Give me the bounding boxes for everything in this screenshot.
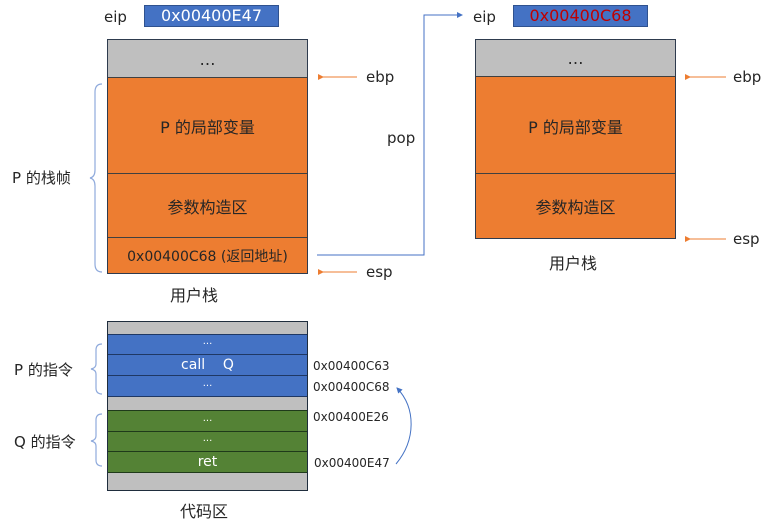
p-frame-label: P 的栈帧: [12, 169, 71, 187]
q-instructions-brace: [90, 413, 103, 467]
pop-label: pop: [387, 129, 416, 147]
pop-connector-arrow: [317, 12, 463, 256]
right-stack-caption: 用户栈: [549, 254, 598, 273]
left-eip-label: eip: [104, 8, 127, 26]
right-eip-register: 0x00400C68: [513, 5, 648, 27]
address-ret: 0x00400E47: [314, 456, 390, 470]
address-call-q: 0x00400C63: [313, 359, 390, 373]
code-row-q-ellipsis: ···: [108, 410, 307, 431]
code-row-gap: [108, 472, 307, 490]
stack-cell-label: 参数构造区: [167, 198, 248, 217]
stack-cell-arg-area: 参数构造区: [108, 173, 307, 238]
code-row-p-ellipsis: ···: [108, 334, 307, 354]
stack-cell-label: …: [199, 49, 216, 69]
stack-cell-label: …: [567, 49, 584, 68]
code-row-q-ellipsis: ···: [108, 431, 307, 451]
left-stack-caption: 用户栈: [170, 286, 219, 305]
q-instructions-label: Q 的指令: [14, 433, 76, 451]
code-row-label: call Q: [181, 357, 234, 373]
stack-cell-ellipsis: …: [108, 40, 307, 78]
stack-cell-label: P 的局部变量: [160, 118, 255, 137]
code-row-label: ···: [202, 380, 213, 392]
left-ebp-label: ebp: [366, 68, 395, 86]
code-area: ··· call Q ··· ··· ··· ret: [107, 321, 308, 491]
code-row-call-q: call Q: [108, 354, 307, 375]
p-instructions-brace: [90, 343, 103, 395]
stack-cell-arg-area: 参数构造区: [476, 173, 675, 238]
right-user-stack: … P 的局部变量 参数构造区: [475, 39, 676, 239]
stack-cell-ellipsis: …: [476, 40, 675, 77]
stack-cell-local-vars: P 的局部变量: [476, 76, 675, 174]
stack-cell-return-address: 0x00400C68 (返回地址): [108, 237, 307, 273]
code-area-caption: 代码区: [180, 502, 229, 521]
stack-cell-label: P 的局部变量: [528, 117, 623, 137]
code-row-label: ret: [197, 454, 218, 470]
code-row-ret: ret: [108, 451, 307, 472]
right-ebp-label: ebp: [733, 68, 762, 86]
stack-cell-label: 0x00400C68 (返回地址): [127, 248, 288, 265]
address-q-start: 0x00400E26: [313, 410, 389, 424]
code-row-label: ···: [202, 436, 213, 447]
code-row-p-ellipsis: ···: [108, 375, 307, 396]
right-eip-label: eip: [473, 8, 496, 26]
p-instructions-label: P 的指令: [14, 361, 73, 379]
address-after-call: 0x00400C68: [313, 380, 390, 394]
left-eip-register: 0x00400E47: [144, 5, 279, 27]
p-frame-brace: [89, 83, 103, 273]
left-user-stack: … P 的局部变量 参数构造区 0x00400C68 (返回地址): [107, 39, 308, 274]
code-row-gap: [108, 322, 307, 334]
code-row-label: ···: [202, 415, 213, 427]
code-row-gap: [108, 396, 307, 410]
code-row-label: ···: [202, 339, 213, 350]
stack-cell-local-vars: P 的局部变量: [108, 77, 307, 174]
right-esp-label: esp: [733, 230, 760, 248]
return-jump-arrow: [395, 387, 412, 465]
stack-cell-label: 参数构造区: [535, 198, 616, 217]
left-esp-label: esp: [366, 263, 393, 281]
